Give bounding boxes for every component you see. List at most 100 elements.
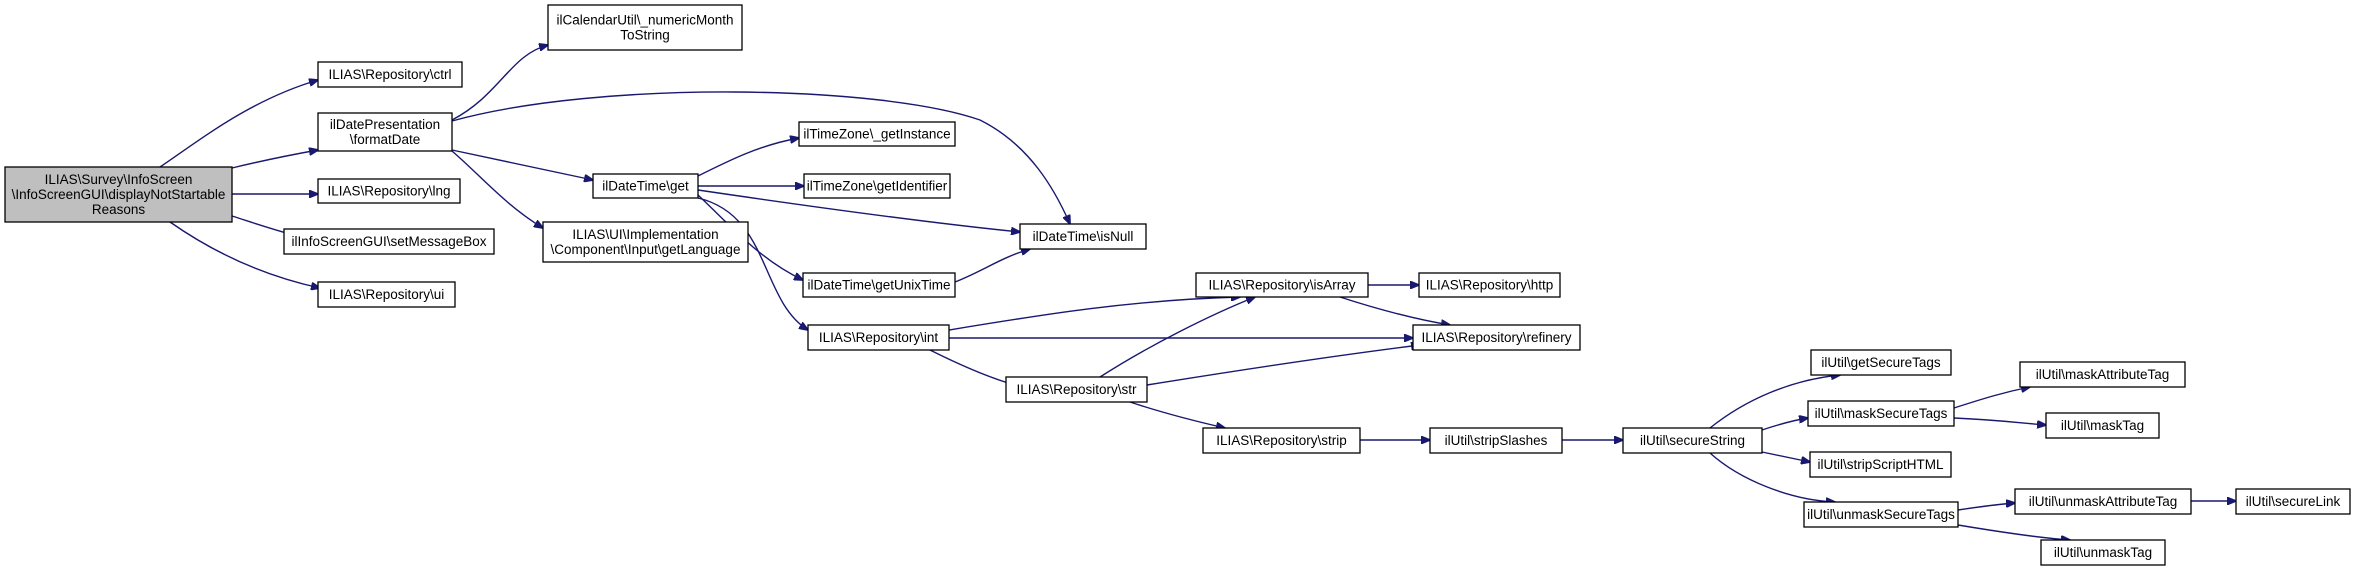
- node-tzIdentifier[interactable]: ilTimeZone\getIdentifier: [803, 173, 951, 199]
- edge-unixTime-to-isNull: [954, 249, 1030, 283]
- node-box: [542, 221, 749, 263]
- node-label: ToString: [620, 28, 670, 43]
- node-label: ilUtil\stripScriptHTML: [1817, 457, 1944, 472]
- node-unmaskTag[interactable]: ilUtil\unmaskTag: [2040, 539, 2166, 566]
- node-repoStr[interactable]: ILIAS\Repository\str: [1005, 376, 1148, 403]
- node-label: ilDateTime\getUnixTime: [807, 278, 950, 293]
- node-label: ILIAS\Repository\refinery: [1421, 330, 1571, 345]
- node-box: [1803, 501, 1959, 528]
- edge-root-to-ui: [169, 221, 320, 288]
- node-label: Reasons: [92, 202, 146, 217]
- node-box: [803, 173, 951, 199]
- node-label: ILIAS\Repository\str: [1016, 382, 1137, 397]
- node-box: [2040, 539, 2166, 566]
- node-label: ILIAS\Repository\int: [819, 330, 939, 345]
- node-repoInt[interactable]: ILIAS\Repository\int: [807, 324, 950, 351]
- node-label: ilCalendarUtil\_numericMonth: [556, 13, 733, 28]
- node-stripScriptHTML[interactable]: ilUtil\stripScriptHTML: [1809, 451, 1952, 478]
- node-isArray[interactable]: ILIAS\Repository\isArray: [1195, 272, 1369, 298]
- node-box: [1622, 427, 1763, 454]
- node-box: [592, 173, 699, 199]
- node-strip[interactable]: ILIAS\Repository\strip: [1202, 427, 1361, 454]
- node-setMessageBox[interactable]: ilInfoScreenGUI\setMessageBox: [283, 228, 495, 255]
- node-maskSecureTags[interactable]: ilUtil\maskSecureTags: [1807, 400, 1955, 427]
- node-getLanguage[interactable]: ILIAS\UI\Implementation\Component\Input\…: [542, 221, 749, 263]
- node-box: [1807, 400, 1955, 427]
- node-label: ILIAS\Repository\isArray: [1208, 278, 1355, 293]
- node-box: [1412, 324, 1581, 351]
- node-unmaskSecureTags[interactable]: ilUtil\unmaskSecureTags: [1803, 501, 1959, 528]
- node-http[interactable]: ILIAS\Repository\http: [1418, 272, 1561, 298]
- node-label: ilUtil\maskTag: [2061, 418, 2144, 433]
- node-label: ilTimeZone\_getInstance: [803, 127, 950, 142]
- node-box: [547, 4, 743, 51]
- node-box: [1202, 427, 1361, 454]
- node-label: ILIAS\Repository\strip: [1216, 433, 1347, 448]
- node-maskTag[interactable]: ilUtil\maskTag: [2045, 412, 2160, 439]
- node-box: [2235, 488, 2351, 515]
- edge-formatDate-to-isNull: [451, 91, 1070, 224]
- edge-formatDate-to-getLanguage: [451, 150, 543, 228]
- node-label: ilUtil\getSecureTags: [1821, 355, 1941, 370]
- node-label: ILIAS\Survey\InfoScreen: [45, 172, 193, 187]
- node-refinery[interactable]: ILIAS\Repository\refinery: [1412, 324, 1581, 351]
- node-label: ilDateTime\isNull: [1033, 229, 1134, 244]
- node-box: [807, 324, 950, 351]
- node-box: [1810, 349, 1952, 376]
- node-box: [1429, 427, 1563, 454]
- node-box: [2045, 412, 2160, 439]
- node-label: ILIAS\Repository\lng: [327, 184, 450, 199]
- edge-root-to-formatDate: [231, 150, 318, 169]
- node-root[interactable]: ILIAS\Survey\InfoScreen\InfoScreenGUI\di…: [4, 166, 233, 223]
- edge-maskSecureTags-to-maskAttributeTag: [1953, 387, 2030, 409]
- edge-repoInt-to-isArray: [948, 297, 1240, 331]
- node-box: [317, 112, 453, 152]
- edge-secureString-to-maskSecureTags: [1761, 418, 1808, 431]
- node-label: ilUtil\maskAttributeTag: [2036, 367, 2170, 382]
- node-tzInstance[interactable]: ilTimeZone\_getInstance: [798, 121, 956, 147]
- node-label: ILIAS\Repository\ctrl: [328, 67, 451, 82]
- edge-root-to-ctrl: [159, 80, 318, 168]
- node-ui[interactable]: ILIAS\Repository\ui: [317, 281, 456, 308]
- node-label: ILIAS\UI\Implementation: [572, 227, 718, 242]
- node-dtget[interactable]: ilDateTime\get: [592, 173, 699, 199]
- node-ctrl[interactable]: ILIAS\Repository\ctrl: [317, 61, 463, 88]
- node-label: ilDateTime\get: [602, 179, 689, 194]
- node-unmaskAttributeTag[interactable]: ilUtil\unmaskAttributeTag: [2014, 488, 2192, 515]
- node-label: ilUtil\unmaskTag: [2054, 545, 2152, 560]
- node-unixTime[interactable]: ilDateTime\getUnixTime: [802, 272, 956, 298]
- node-formatDate[interactable]: ilDatePresentation\formatDate: [317, 112, 453, 152]
- node-box: [317, 178, 461, 204]
- node-box: [2019, 361, 2186, 388]
- node-getSecureTags[interactable]: ilUtil\getSecureTags: [1810, 349, 1952, 376]
- node-secureLink[interactable]: ilUtil\secureLink: [2235, 488, 2351, 515]
- edge-unmaskSecureTags-to-unmaskAttributeTag: [1957, 503, 2015, 511]
- edge-repoInt-to-repoStr: [929, 349, 1015, 385]
- node-box: [1418, 272, 1561, 298]
- edge-formatDate-to-numericMonth: [451, 45, 548, 121]
- node-label: ilUtil\unmaskAttributeTag: [2029, 494, 2178, 509]
- node-label: \formatDate: [350, 132, 421, 147]
- node-box: [283, 228, 495, 255]
- node-label: ilDatePresentation: [330, 117, 440, 132]
- edge-isArray-to-refinery: [1339, 296, 1450, 325]
- edge-secureString-to-getSecureTags: [1709, 375, 1840, 429]
- node-stripSlashes[interactable]: ilUtil\stripSlashes: [1429, 427, 1563, 454]
- node-box: [1005, 376, 1148, 403]
- node-isNull[interactable]: ilDateTime\isNull: [1019, 223, 1147, 250]
- edge-formatDate-to-dtget: [451, 149, 593, 180]
- node-secureString[interactable]: ilUtil\secureString: [1622, 427, 1763, 454]
- node-label: ilUtil\secureString: [1640, 433, 1745, 448]
- node-lng[interactable]: ILIAS\Repository\lng: [317, 178, 461, 204]
- node-maskAttributeTag[interactable]: ilUtil\maskAttributeTag: [2019, 361, 2186, 388]
- node-box: [1809, 451, 1952, 478]
- node-label: ilUtil\secureLink: [2246, 494, 2341, 509]
- edge-repoStr-to-refinery: [1146, 345, 1420, 386]
- node-label: ilTimeZone\getIdentifier: [807, 179, 948, 194]
- edge-repoStr-to-isArray: [1099, 297, 1255, 378]
- edge-secureString-to-unmaskSecureTags: [1709, 452, 1835, 502]
- node-box: [802, 272, 956, 298]
- node-label: ilInfoScreenGUI\setMessageBox: [291, 234, 486, 249]
